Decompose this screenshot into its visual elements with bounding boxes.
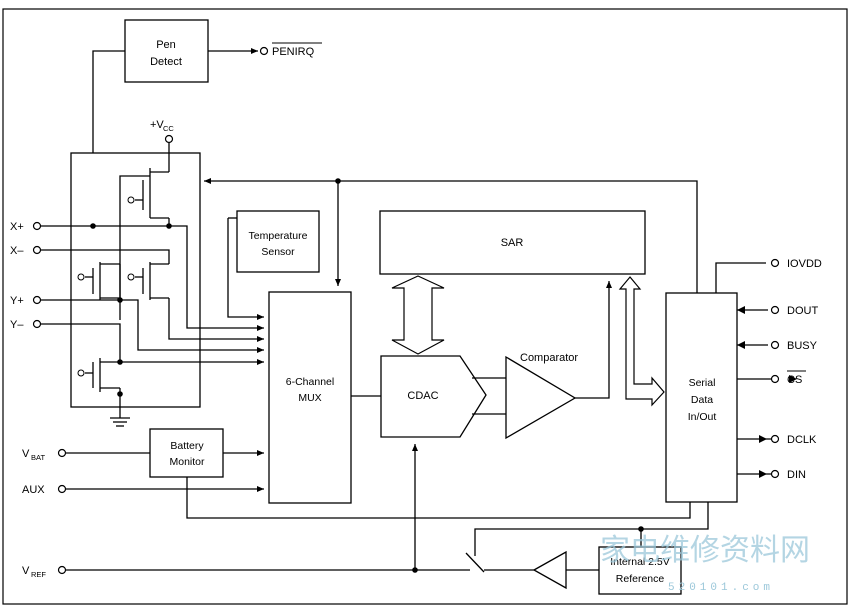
- cdac-block: [380, 355, 487, 438]
- mux-block: [268, 291, 352, 504]
- busy-label: BUSY: [787, 340, 818, 352]
- iovdd-pin: [770, 258, 780, 268]
- pfet-top: [127, 168, 170, 226]
- serial-label-1: Serial: [689, 377, 716, 389]
- cdac-label: CDAC: [407, 390, 438, 402]
- dout-pin: [770, 305, 780, 315]
- mux-label-1: 6-Channel: [286, 376, 334, 388]
- xplus-label: X+: [10, 221, 24, 233]
- busy-pin: [770, 340, 780, 350]
- sar-serial-bus-arrow: [618, 276, 665, 407]
- sar-block: [379, 210, 646, 275]
- serial-label-3: In/Out: [688, 411, 717, 423]
- fet-mid-left: [77, 262, 120, 300]
- dout-label: DOUT: [787, 305, 818, 317]
- reference-label-2: Reference: [616, 573, 665, 585]
- watermark-sub: 520101.com: [668, 582, 774, 594]
- yminus-label: Y–: [10, 319, 24, 331]
- sar-label: SAR: [501, 237, 524, 249]
- cs-pin: [770, 374, 780, 384]
- xminus-pin: [32, 245, 42, 255]
- din-label: DIN: [787, 469, 806, 481]
- din-pin: [770, 469, 780, 479]
- vref-switch: [465, 552, 485, 573]
- dclk-label: DCLK: [787, 434, 817, 446]
- battery-label-1: Battery: [170, 440, 204, 452]
- vref-pin: [57, 565, 67, 575]
- aux-label: AUX: [22, 484, 45, 496]
- vref-label: V: [22, 565, 30, 577]
- xminus-label: X–: [10, 245, 24, 257]
- dclk-pin: [770, 434, 780, 444]
- reference-label-1: Internal 2.5V: [610, 556, 670, 568]
- vcc-pin: [164, 134, 174, 144]
- temp-label-2: Sensor: [261, 246, 295, 258]
- serial-data-block: [665, 292, 738, 503]
- aux-pin: [57, 484, 67, 494]
- fet-mid-right: [127, 262, 169, 300]
- yplus-label: Y+: [10, 295, 24, 307]
- iovdd-label: IOVDD: [787, 258, 822, 270]
- vbat-pin: [57, 448, 67, 458]
- yminus-pin: [32, 319, 42, 329]
- sar-cdac-bus-arrow: [391, 275, 445, 355]
- vcc-label: +V: [150, 119, 164, 131]
- pen-detect-label-1: Pen: [156, 39, 176, 51]
- reference-buffer: [532, 550, 567, 590]
- battery-label-2: Monitor: [169, 456, 205, 468]
- pen-detect-label-2: Detect: [150, 56, 182, 68]
- comparator-block: [505, 355, 577, 440]
- watermark-main: 家电维修资料网: [600, 533, 810, 568]
- vbat-label: V: [22, 448, 30, 460]
- cs-label: CS: [787, 374, 802, 386]
- outer-frame: [2, 8, 848, 605]
- vref-sub: REF: [31, 570, 46, 579]
- xplus-pin: [32, 221, 42, 231]
- mux-label-2: MUX: [298, 392, 321, 404]
- pen-detect-block: [124, 19, 209, 83]
- touch-switch-matrix: [70, 152, 201, 408]
- temp-label-1: Temperature: [249, 230, 308, 242]
- penirq-pin: [259, 46, 269, 56]
- temperature-sensor-block: [236, 210, 320, 273]
- vbat-sub: BAT: [31, 453, 45, 462]
- serial-label-2: Data: [691, 394, 713, 406]
- fet-bottom: [77, 358, 120, 392]
- internal-reference-block: [598, 546, 682, 595]
- yplus-pin: [32, 295, 42, 305]
- vcc-sub: CC: [163, 124, 174, 133]
- battery-monitor-block: [149, 428, 224, 478]
- comparator-label: Comparator: [520, 352, 578, 364]
- penirq-label: PENIRQ: [272, 46, 315, 58]
